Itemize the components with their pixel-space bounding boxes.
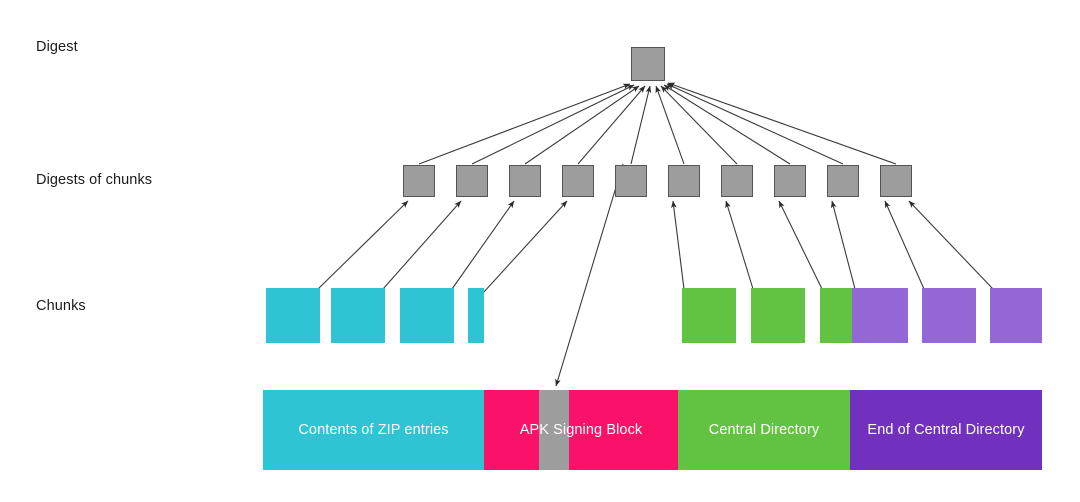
digest-chunk-9	[827, 165, 859, 197]
arrow-digest-to-final-6	[655, 85, 685, 165]
arrow-digest-to-final-7	[660, 85, 738, 165]
segment-zip-entries: Contents of ZIP entries	[263, 390, 484, 470]
segment-central-directory: Central Directory	[678, 390, 850, 470]
chunk-cd-1	[682, 288, 736, 343]
digest-chunk-7	[721, 165, 753, 197]
arrows-digest-to-final	[418, 82, 897, 165]
arrow-digest-to-signing-block	[555, 163, 624, 387]
arrow-digest-to-final-2	[471, 84, 635, 165]
signing-block-excluded-strip	[539, 390, 569, 470]
chunk-eocd-3	[990, 288, 1042, 343]
arrow-chunk-to-digest-9	[884, 200, 925, 290]
chunk-zip-3	[400, 288, 454, 343]
arrow-chunk-to-digest-3	[451, 200, 515, 290]
arrow-chunk-to-digest-2	[382, 200, 462, 290]
final-digest-box	[631, 47, 665, 81]
chunk-zip-1	[266, 288, 320, 343]
arrow-digest-to-final-5	[630, 85, 652, 165]
chunk-eocd-2	[922, 288, 976, 343]
segment-apk-signing-block: APK Signing Block	[484, 390, 678, 470]
arrow-digest-to-final-1	[418, 83, 631, 165]
arrow-digest-to-final-3	[524, 85, 640, 165]
arrow-digest-to-final-10	[667, 82, 897, 165]
digest-chunk-4	[562, 165, 594, 197]
segment-central-directory-label: Central Directory	[708, 422, 820, 438]
digest-chunk-8	[774, 165, 806, 197]
arrow-chunk-to-digest-7	[778, 200, 823, 290]
arrow-chunk-to-digest-4	[482, 200, 568, 294]
arrow-digest-to-final-8	[663, 84, 791, 165]
segment-apk-signing-block-label: APK Signing Block	[519, 422, 643, 438]
row-label-digests-of-chunks: Digests of chunks	[36, 172, 153, 188]
chunk-cd-3	[820, 288, 852, 343]
chunk-cd-2	[751, 288, 805, 343]
segment-end-of-central-directory-label: End of Central Directory	[867, 422, 1025, 438]
row-label-chunks: Chunks	[36, 298, 86, 314]
arrows-chunk-to-digest	[317, 200, 994, 294]
arrow-digest-to-signing-block	[555, 163, 624, 387]
arrow-chunk-to-digest-5	[671, 200, 685, 290]
digest-chunk-2	[456, 165, 488, 197]
row-label-digest: Digest	[36, 39, 78, 55]
arrow-digest-to-final-4	[577, 85, 646, 165]
chunk-eocd-1	[852, 288, 908, 343]
digest-chunk-6	[668, 165, 700, 197]
digest-chunk-5	[615, 165, 647, 197]
arrow-chunk-to-digest-1	[317, 200, 409, 290]
segment-end-of-central-directory: End of Central Directory	[850, 390, 1042, 470]
arrow-chunk-to-digest-8	[830, 200, 856, 290]
digest-chunk-3	[509, 165, 541, 197]
chunk-zip-2	[331, 288, 385, 343]
segment-zip-entries-label: Contents of ZIP entries	[298, 422, 449, 438]
arrow-digest-to-final-9	[666, 83, 844, 165]
chunk-zip-4	[468, 288, 484, 343]
arrow-chunk-to-digest-10	[908, 200, 994, 290]
digest-chunk-10	[880, 165, 912, 197]
digest-chunk-1	[403, 165, 435, 197]
arrow-chunk-to-digest-6	[725, 200, 754, 290]
